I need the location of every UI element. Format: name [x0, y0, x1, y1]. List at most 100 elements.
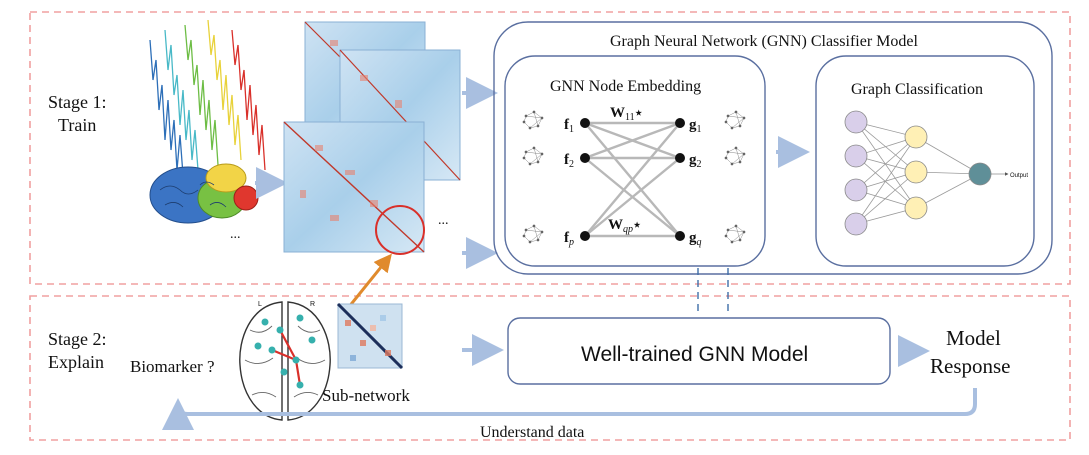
matrix-middle-diagonal [339, 49, 461, 181]
mlp-edge [855, 121, 917, 173]
network-node [308, 336, 316, 344]
mlp-edge [915, 173, 981, 209]
network-node [261, 318, 269, 326]
understand-data-label: Understand data [480, 424, 584, 441]
subnetwork-cell [350, 355, 356, 361]
node-fp [580, 231, 590, 241]
biomarker-label: Biomarker ? [130, 357, 215, 376]
subnetwork-cell [360, 340, 366, 346]
brain-lobe-red [233, 185, 259, 211]
connectivity-matrices [283, 21, 461, 255]
mini-graph-icon [724, 146, 746, 166]
mini-graph-icon [522, 146, 544, 166]
feedback-loop-arrow [162, 388, 977, 431]
label-f2: f2 [564, 152, 574, 170]
matrix-spot [315, 145, 323, 151]
gnn-classifier-box [493, 21, 1053, 275]
mlp-edge [855, 121, 917, 209]
brain-sulci [244, 325, 326, 398]
brain-network-edges [271, 329, 302, 386]
eeg-trace-green [184, 24, 219, 166]
subnetwork-cell [370, 325, 376, 331]
brain-label-left: L [258, 301, 262, 308]
graph-classification-box [815, 55, 1035, 267]
subnetwork-diagonal [336, 302, 404, 370]
mlp-edge [855, 136, 917, 225]
subnetwork-matrix [336, 302, 404, 370]
input-node [844, 178, 868, 202]
subnetwork-cell [380, 315, 386, 321]
mlp-nodes [844, 110, 992, 236]
input-node [844, 110, 868, 134]
weight-w11: W11⋆ [610, 105, 643, 123]
mini-graph-icon [724, 224, 746, 244]
input-node [844, 212, 868, 236]
weight-wqp: Wqp⋆ [608, 217, 641, 235]
subnetwork-cell [385, 350, 391, 356]
embedding-nodes [580, 118, 685, 241]
label-g2: g2 [689, 152, 702, 170]
network-node [280, 368, 288, 376]
label-gq: gq [689, 230, 702, 248]
subnetwork-cell [345, 320, 351, 326]
network-node [276, 326, 284, 334]
output-node [968, 162, 992, 186]
network-edge [294, 359, 302, 386]
label-f1: f1 [564, 117, 574, 135]
matrix-spot [370, 200, 378, 207]
brain-2d-outline [239, 301, 331, 421]
stage1-label-line2: Train [58, 115, 96, 135]
mlp-edge [855, 136, 917, 191]
node-f1 [580, 118, 590, 128]
hidden-node [904, 196, 928, 220]
subnetwork-label: Sub-network [322, 386, 410, 405]
brain-folds [159, 181, 227, 208]
eeg-trace-red [231, 29, 266, 171]
mlp-edge [915, 136, 981, 175]
mini-graph-icons [522, 110, 746, 244]
stage2-label-line2: Explain [48, 352, 104, 372]
input-node [844, 144, 868, 168]
node-embedding-box [504, 55, 766, 267]
matrix-front-diagonal [283, 121, 425, 253]
node-gq [675, 231, 685, 241]
brain-label-right: R [310, 301, 315, 308]
brain-3d-illustration [149, 163, 259, 224]
network-edge [279, 329, 297, 361]
stage1-region [29, 11, 1071, 285]
subnetwork-cells [345, 315, 391, 361]
node-embedding-title: GNN Node Embedding [550, 78, 701, 95]
edge [584, 122, 681, 237]
graph-classification-title: Graph Classification [851, 81, 983, 98]
stage2-label-line1: Stage 2: [48, 329, 107, 349]
matrix-spot [300, 190, 306, 198]
eeg-trace-cyan [164, 29, 199, 171]
eeg-signals [149, 19, 266, 176]
hidden-node [904, 160, 928, 184]
network-node [254, 342, 262, 350]
label-fp: fp [564, 230, 574, 248]
model-response-line1: Model [946, 326, 1001, 350]
well-trained-gnn-label: Well-trained GNN Model [581, 343, 808, 366]
matrix-spot [360, 75, 368, 81]
network-edge [271, 348, 297, 362]
hidden-node [904, 125, 928, 149]
network-node [268, 346, 276, 354]
well-trained-gnn-box [507, 317, 891, 385]
brain-network-nodes [254, 314, 316, 389]
node-f2 [580, 153, 590, 163]
stage2-region [29, 295, 1071, 441]
highlighted-subregion-circle [375, 205, 425, 255]
node-g1 [675, 118, 685, 128]
matrix-spot [395, 100, 402, 108]
edge [584, 157, 681, 237]
matrix-ellipsis: ... [438, 213, 449, 228]
label-g1: g1 [689, 117, 702, 135]
mlp-edge [855, 171, 917, 225]
embedding-edges [584, 121, 681, 238]
eeg-trace-yellow [207, 19, 242, 161]
eeg-trace-blue [149, 39, 184, 176]
mini-graph-icon [724, 110, 746, 130]
matrix-red-spots [300, 40, 402, 221]
